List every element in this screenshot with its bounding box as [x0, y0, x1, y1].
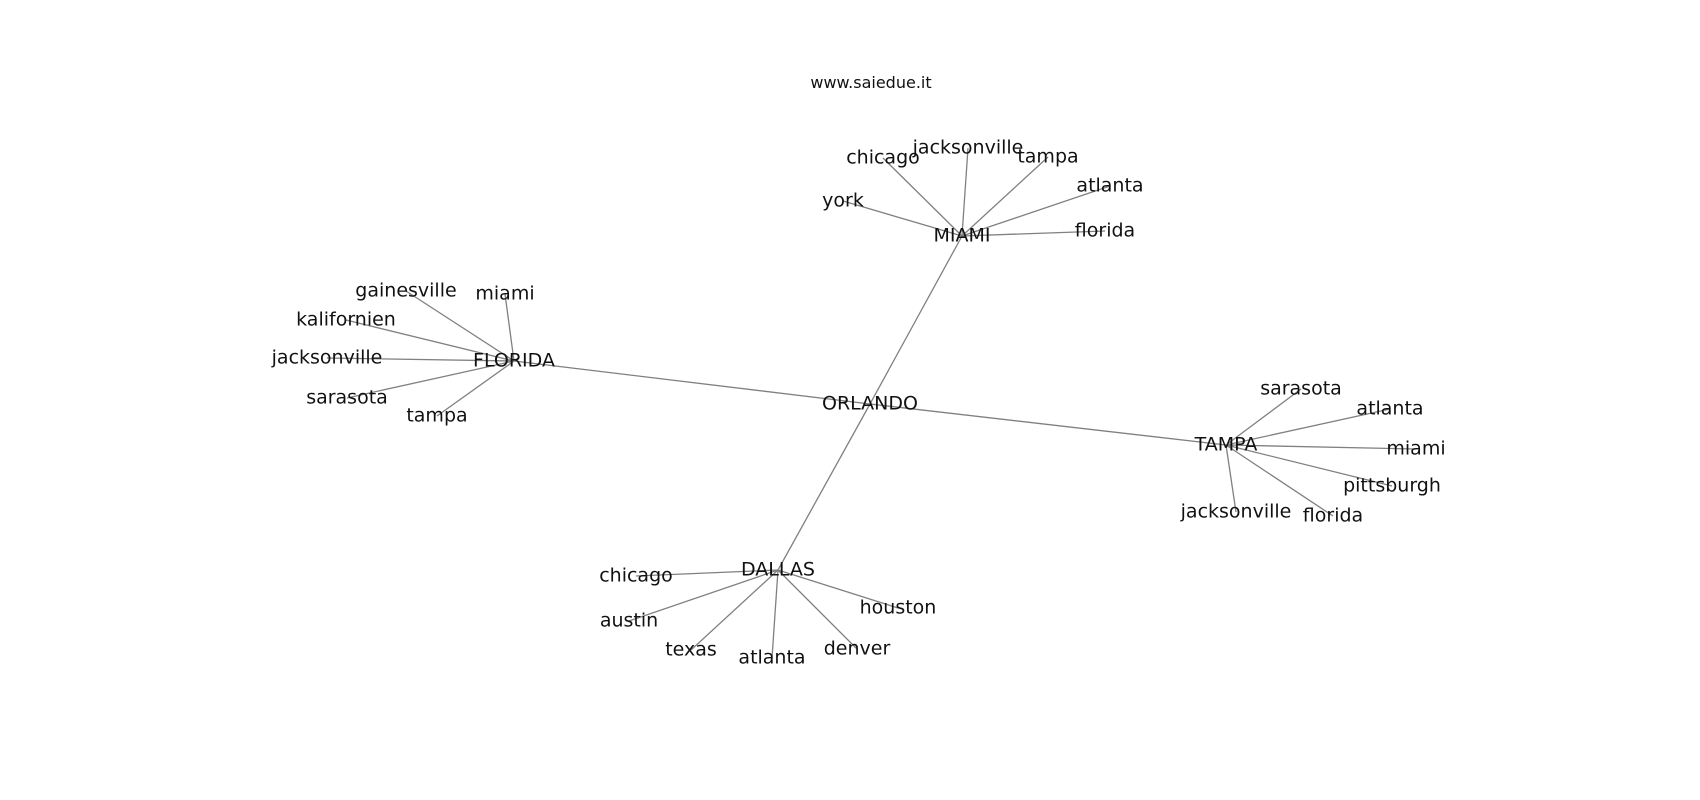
edge-florida-kalifornien	[345, 319, 515, 362]
node-leaf-florida-kalifornien: kalifornien	[296, 309, 396, 331]
node-leaf-dallas-austin: austin	[600, 610, 658, 632]
edge-orlando-tampa	[869, 403, 1227, 446]
edge-florida-jacksonville	[326, 357, 515, 362]
edge-miami-york	[842, 200, 963, 237]
node-leaf-miami-tampa: tampa	[1017, 146, 1078, 168]
node-hub-florida: FLORIDA	[473, 350, 555, 372]
node-leaf-florida-jacksonville: jacksonville	[271, 347, 383, 369]
edge-florida-sarasota	[346, 360, 515, 399]
edge-miami-tampa	[961, 156, 1049, 237]
node-leaf-tampa-atlanta: atlanta	[1356, 398, 1423, 420]
edges-layer	[326, 147, 1417, 659]
node-leaf-tampa-pittsburgh: pittsburgh	[1343, 475, 1441, 497]
node-leaf-dallas-chicago: chicago	[599, 565, 673, 587]
edge-tampa-pittsburgh	[1225, 444, 1393, 487]
node-leaf-florida-gainesville: gainesville	[355, 280, 456, 302]
edge-dallas-houston	[777, 569, 899, 609]
edge-miami-chicago	[882, 157, 963, 237]
edge-miami-jacksonville	[961, 147, 969, 237]
edge-tampa-jacksonville	[1225, 444, 1237, 513]
node-leaf-dallas-atlanta: atlanta	[738, 647, 805, 669]
edge-florida-tampa	[436, 360, 515, 417]
node-hub-dallas: DALLAS	[741, 559, 815, 581]
edge-florida-gainesville	[405, 290, 515, 362]
edge-dallas-atlanta	[771, 569, 779, 659]
edge-orlando-miami	[869, 235, 963, 405]
node-leaf-miami-york: york	[822, 190, 864, 212]
edge-tampa-atlanta	[1225, 408, 1391, 446]
node-leaf-tampa-miami: miami	[1386, 438, 1445, 460]
edge-dallas-chicago	[635, 569, 779, 577]
node-leaf-miami-atlanta: atlanta	[1076, 175, 1143, 197]
node-hub-tampa: TAMPA	[1194, 434, 1258, 456]
site-label: www.saiedue.it	[810, 73, 931, 92]
edge-dallas-austin	[628, 569, 779, 622]
node-leaf-miami-jacksonville: jacksonville	[912, 137, 1024, 159]
node-hub-miami: MIAMI	[934, 225, 991, 247]
node-leaf-florida-miami: miami	[475, 283, 534, 305]
node-leaf-florida-sarasota: sarasota	[306, 387, 388, 409]
edge-dallas-denver	[777, 569, 858, 650]
node-leaf-dallas-texas: texas	[665, 639, 717, 661]
edge-dallas-texas	[690, 569, 779, 651]
edge-tampa-florida	[1225, 444, 1334, 517]
edge-tampa-sarasota	[1225, 388, 1302, 446]
edge-tampa-miami	[1225, 444, 1417, 450]
node-leaf-tampa-sarasota: sarasota	[1260, 378, 1342, 400]
edge-orlando-florida	[513, 360, 871, 405]
edge-orlando-dallas	[777, 403, 871, 571]
node-leaf-dallas-houston: houston	[860, 597, 937, 619]
node-leaf-miami-florida: florida	[1075, 220, 1135, 242]
edge-miami-florida	[961, 230, 1106, 237]
edge-miami-atlanta	[961, 185, 1111, 237]
labels-layer: www.saiedue.it ORLANDOMIAMIyorkchicagoja…	[271, 73, 1446, 669]
node-leaf-tampa-jacksonville: jacksonville	[1180, 501, 1292, 523]
edge-florida-miami	[504, 293, 515, 362]
node-leaf-florida-tampa: tampa	[406, 405, 467, 427]
node-center: ORLANDO	[822, 393, 918, 415]
node-leaf-tampa-florida: florida	[1303, 505, 1363, 527]
node-leaf-miami-chicago: chicago	[846, 147, 920, 169]
node-leaf-dallas-denver: denver	[824, 638, 891, 660]
